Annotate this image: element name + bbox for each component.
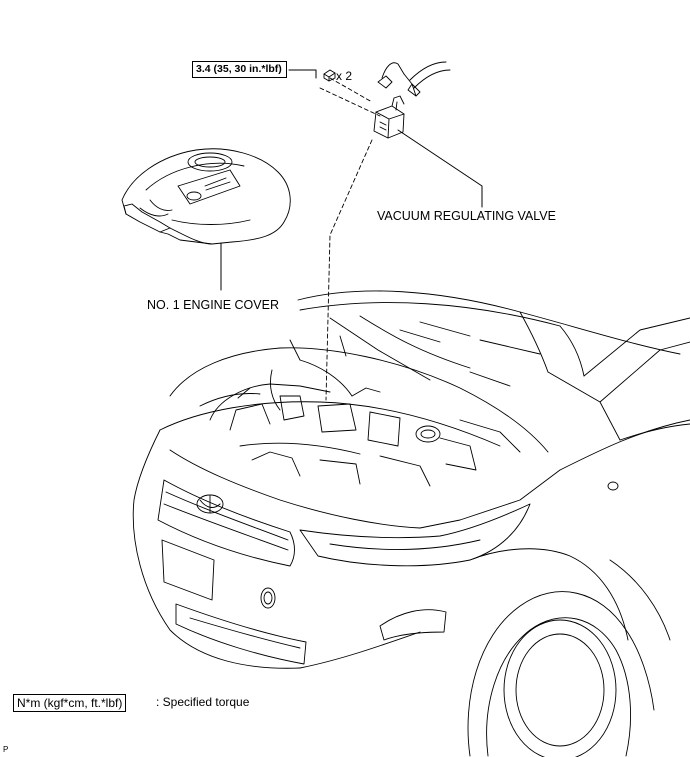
engine-cover-label: NO. 1 ENGINE COVER (147, 298, 279, 312)
vacuum-regulating-valve (373, 95, 405, 139)
vehicle-outline (132, 290, 690, 757)
engine-cover (121, 148, 291, 245)
bolt-icon (323, 69, 336, 82)
legend-unit-box: N*m (kgf*cm, ft.*lbf) (13, 694, 127, 712)
legend-description: : Specified torque (156, 695, 250, 709)
corner-mark: P (3, 745, 9, 754)
leader-lines (220, 69, 483, 401)
vacuum-hoses (377, 61, 451, 97)
quantity-label: x 2 (336, 69, 353, 83)
vacuum-regulating-valve-label: VACUUM REGULATING VALVE (377, 209, 556, 223)
torque-spec-label: 3.4 (35, 30 in.*lbf) (192, 61, 287, 78)
